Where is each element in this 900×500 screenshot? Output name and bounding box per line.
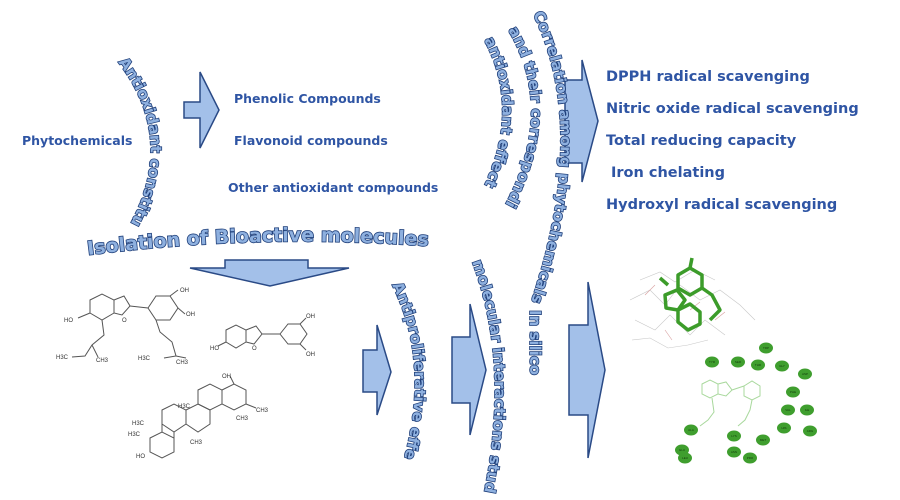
residue-label: ARG	[807, 429, 814, 433]
assay-total-reducing: Total reducing capacity	[606, 133, 797, 149]
correlation-label-line3: antioxidant effect	[481, 34, 517, 191]
arrow-right-4	[451, 303, 487, 436]
phytochemicals-label: Phytochemicals	[22, 133, 133, 148]
docking-2d-diagram: TRP TYR SER THR GLY ASP PHE LEU VAL ILE ALA HIS ARG L…	[675, 342, 817, 464]
residue-bubble	[731, 356, 745, 368]
residue-label: LYS	[731, 434, 736, 438]
svg-text:O: O	[252, 346, 257, 352]
svg-text:OH: OH	[306, 352, 315, 358]
arrow-down	[189, 259, 350, 287]
residue-bubble	[675, 444, 689, 456]
residue-bubble	[759, 342, 773, 354]
svg-text:H3C: H3C	[128, 432, 141, 438]
arrow-right-3	[362, 324, 392, 416]
svg-text:O: O	[122, 318, 127, 324]
residue-bubble	[781, 404, 795, 416]
assay-hydroxyl: Hydroxyl radical scavenging	[606, 197, 838, 213]
svg-text:CH3: CH3	[256, 408, 269, 414]
svg-text:OH: OH	[186, 312, 195, 318]
svg-text:OH: OH	[222, 374, 231, 380]
residue-label: ALA	[688, 428, 694, 432]
residue-label: HIS	[781, 426, 786, 430]
residue-label: GLU	[679, 448, 685, 452]
svg-text:CH3: CH3	[176, 360, 189, 366]
residue-label: TYR	[709, 360, 716, 364]
residue-label: THR	[755, 363, 762, 367]
assay-nitric-oxide: Nitric oxide radical scavenging	[606, 101, 859, 117]
isolation-label: Isolation of Bioactive molecules	[86, 224, 430, 260]
arrow-right-1	[183, 71, 220, 149]
output-phenolic: Phenolic Compounds	[234, 91, 381, 106]
residue-bubble	[775, 360, 789, 372]
molecule-3: OH CH3 CH3 H3C H3C HO H3C CH3	[128, 374, 269, 460]
svg-text:HO: HO	[64, 318, 73, 324]
svg-text:H3C: H3C	[56, 355, 69, 361]
svg-text:CH3: CH3	[190, 440, 203, 446]
residue-label: PHE	[790, 390, 796, 394]
svg-text:OH: OH	[180, 288, 189, 294]
residue-bubble	[786, 386, 800, 398]
output-other-antioxidant: Other antioxidant compounds	[228, 180, 439, 195]
residue-bubble	[743, 452, 757, 464]
molecule-1: OH OH HO O H3C CH3 H3C CH3	[56, 288, 195, 366]
residue-bubble	[727, 430, 741, 442]
in-silico-label: In silico	[526, 310, 544, 375]
residue-bubble	[751, 359, 765, 371]
residue-label: MET	[760, 438, 767, 442]
residue-label: ASP	[802, 372, 808, 376]
residue-label: PRO	[747, 456, 754, 460]
antioxidant-constituents-label: Antioxidant constituents	[0, 0, 165, 230]
residue-bubble	[777, 422, 791, 434]
residue-bubble	[800, 404, 814, 416]
docking-3d-view	[629, 257, 756, 349]
residue-label: ASN	[731, 450, 737, 454]
residue-label: VAL	[785, 408, 791, 412]
assay-iron-chelating: Iron chelating	[611, 165, 725, 181]
output-flavonoid: Flavonoid compounds	[234, 133, 388, 148]
svg-text:H3C: H3C	[138, 356, 151, 362]
svg-text:HO: HO	[136, 454, 145, 460]
residue-bubble	[803, 425, 817, 437]
arrow-right-2	[564, 59, 599, 183]
residue-bubble	[727, 446, 741, 458]
residue-label: LEU	[682, 456, 688, 460]
assay-dpph: DPPH radical scavenging	[606, 69, 810, 85]
residue-label: TRP	[763, 346, 769, 350]
residue-label: GLY	[779, 364, 785, 368]
svg-text:CH3: CH3	[96, 358, 109, 364]
residue-bubble	[756, 434, 770, 446]
svg-text:H3C: H3C	[178, 404, 191, 410]
molecule-2: OH OH HO O	[210, 314, 315, 358]
arrow-right-5	[568, 281, 606, 459]
residue-bubble	[798, 368, 812, 380]
svg-text:H3C: H3C	[132, 421, 145, 427]
molecular-interactions-label: molecular interactions studies	[0, 0, 510, 495]
residue-bubble	[684, 424, 698, 436]
residue-label: SER	[735, 360, 742, 364]
residue-bubble	[705, 356, 719, 368]
svg-text:HO: HO	[210, 346, 219, 352]
svg-text:CH3: CH3	[236, 416, 249, 422]
residue-label: ILE	[805, 408, 810, 412]
svg-text:OH: OH	[306, 314, 315, 320]
